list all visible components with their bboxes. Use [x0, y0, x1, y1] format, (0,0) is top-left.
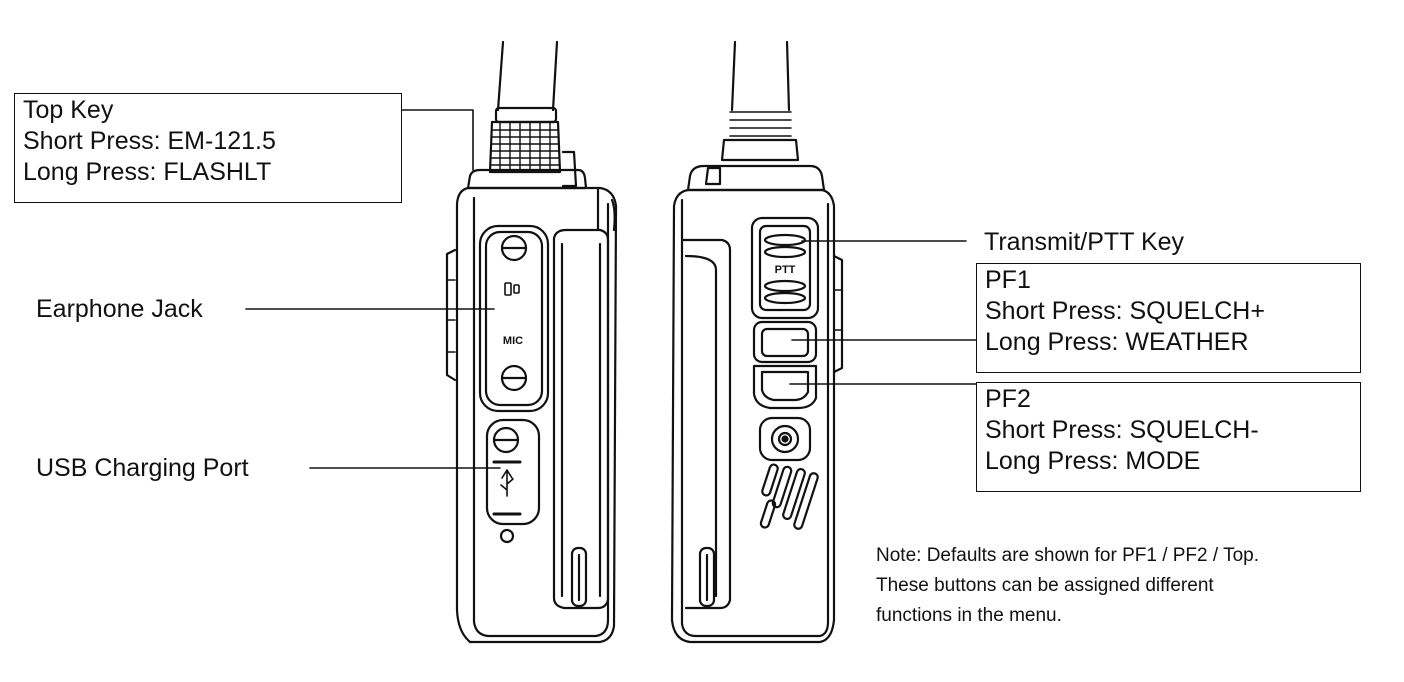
note-line-1: Note: Defaults are shown for PF1 / PF2 /… [876, 545, 1259, 566]
left-belt-clip [552, 228, 610, 610]
left-top-cap [466, 168, 588, 190]
top-key-long-press: Long Press: FLASHLT [23, 158, 272, 186]
pf2-long-press: Long Press: MODE [985, 447, 1201, 475]
pf1-title: PF1 [985, 266, 1031, 294]
right-top-cap [686, 164, 826, 192]
top-key-title: Top Key [23, 96, 114, 124]
left-antenna [496, 40, 559, 112]
pf1-callout: PF1 Short Press: SQUELCH+ Long Press: WE… [976, 263, 1361, 373]
top-key-leader [399, 109, 474, 171]
pf2-callout: PF2 Short Press: SQUELCH- Long Press: MO… [976, 382, 1361, 492]
pf2-short-press: Short Press: SQUELCH- [985, 416, 1259, 444]
leader-lines [245, 109, 977, 469]
right-body [670, 188, 836, 644]
usb-icon [500, 469, 514, 497]
defaults-note: Note: Defaults are shown for PF1 / PF2 /… [876, 541, 1259, 631]
top-key-short-press: Short Press: EM-121.5 [23, 127, 276, 155]
pf1-key [752, 320, 818, 364]
top-key-callout: Top Key Short Press: EM-121.5 Long Press… [14, 93, 402, 203]
ptt-key [750, 216, 820, 320]
earphone-jack-cover [478, 224, 550, 413]
note-line-2: These buttons can be assigned different [876, 575, 1214, 596]
usb-port-cover [485, 418, 541, 526]
earphone-jack-label: Earphone Jack [36, 295, 203, 323]
pf2-key [752, 364, 818, 410]
pf2-title: PF2 [985, 385, 1031, 413]
ptt-key-label: Transmit/PTT Key [984, 228, 1185, 256]
top-key-knob [488, 120, 562, 174]
right-antenna [730, 40, 791, 112]
left-antenna-collar [494, 106, 558, 124]
left-body [455, 186, 618, 644]
ptt-label: PTT [775, 264, 796, 276]
pf1-long-press: Long Press: WEATHER [985, 328, 1249, 356]
pf1-short-press: Short Press: SQUELCH+ [985, 297, 1265, 325]
speaker-grille [759, 463, 819, 530]
usb-port-label: USB Charging Port [36, 454, 249, 482]
right-belt-clip [680, 238, 732, 610]
mic-label: MIC [503, 335, 523, 347]
note-line-3: functions in the menu. [876, 605, 1062, 626]
right-radio [670, 40, 844, 644]
left-radio [445, 40, 618, 644]
